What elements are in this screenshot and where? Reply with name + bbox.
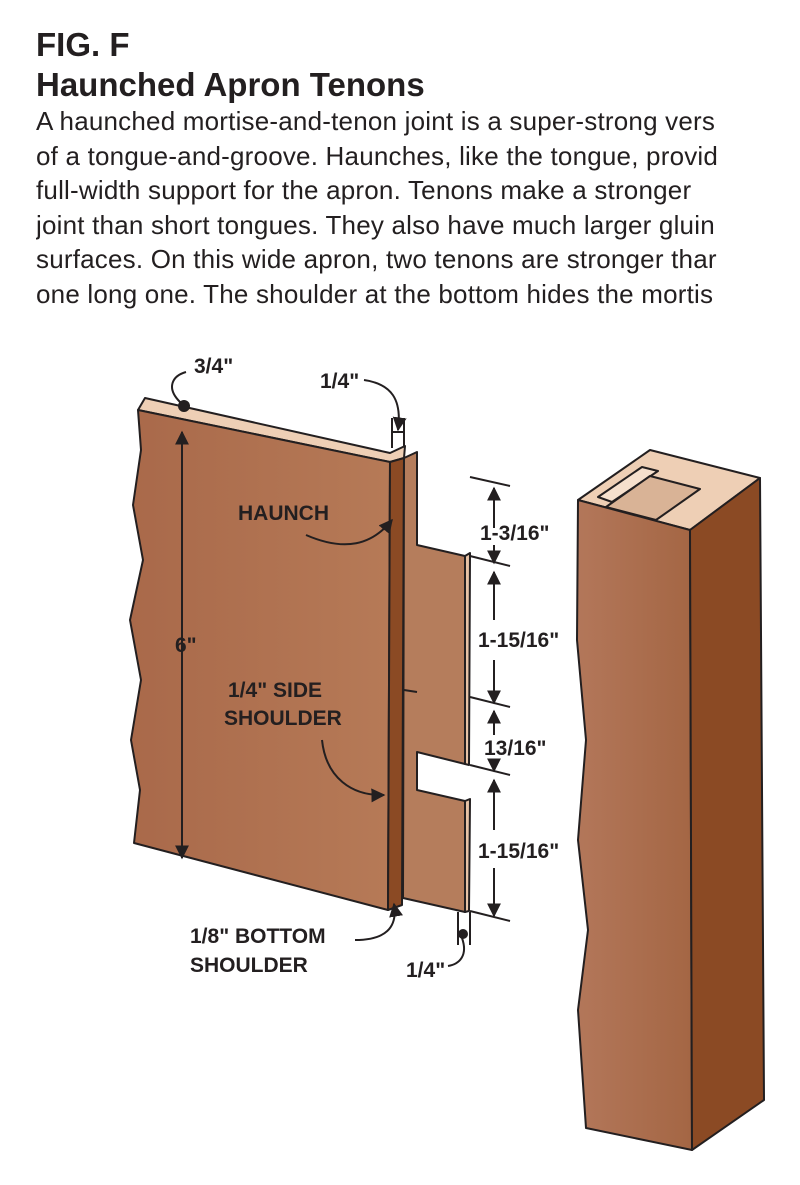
- label-bottom-shoulder-line2: SHOULDER: [190, 954, 308, 977]
- figure-caption: A haunched mortise-and-tenon joint is a …: [36, 104, 800, 312]
- label-bottom-shoulder-line1: 1/8" BOTTOM: [190, 925, 326, 948]
- caption-line: of a tongue-and-groove. Haunches, like t…: [36, 140, 719, 171]
- tenon-profile: [402, 451, 466, 913]
- leg-haunch-groove: [597, 466, 659, 503]
- upper-tenon-end: [464, 552, 471, 766]
- dimension-lines: [175, 418, 511, 945]
- leg-side-face: [689, 477, 765, 1151]
- caption-line: surfaces. On this wide apron, two tenons…: [36, 244, 717, 275]
- tenon-thickness-dot: [458, 929, 468, 939]
- figure-label: FIG. F: [36, 26, 130, 63]
- label-haunch: HAUNCH: [238, 502, 329, 525]
- label-dim-gap: 13/16": [484, 737, 547, 760]
- leg: [576, 449, 765, 1151]
- leader-lines: [171, 371, 466, 967]
- apron-thickness-dot: [178, 400, 190, 412]
- apron: [129, 397, 471, 913]
- leg-front-face: [576, 499, 693, 1151]
- label-dim-haunch: 1-3/16": [480, 522, 550, 545]
- label-dim-tenon-lower: 1-15/16": [478, 840, 559, 863]
- caption-line: A haunched mortise-and-tenon joint is a …: [36, 106, 716, 136]
- label-side-shoulder-line1: 1/4" SIDE: [228, 679, 322, 702]
- apron-face: [129, 409, 391, 911]
- label-apron-thickness: 3/4": [194, 355, 233, 378]
- apron-shoulder-strip: [387, 457, 405, 911]
- label-side-shoulder-width: 1/4": [320, 370, 359, 393]
- label-side-shoulder-line2: SHOULDER: [224, 707, 342, 730]
- lower-tenon-end: [464, 798, 471, 913]
- caption-line: joint than short tongues. They also have…: [36, 209, 715, 240]
- label-tenon-thickness: 1/4": [406, 959, 445, 982]
- caption-line: full-width support for the apron. Tenons…: [36, 175, 692, 206]
- figure-title: Haunched Apron Tenons: [36, 66, 425, 103]
- caption-line: one long one. The shoulder at the bottom…: [36, 278, 714, 309]
- label-dim-tenon-upper: 1-15/16": [478, 629, 559, 652]
- label-apron-height: 6": [175, 634, 197, 657]
